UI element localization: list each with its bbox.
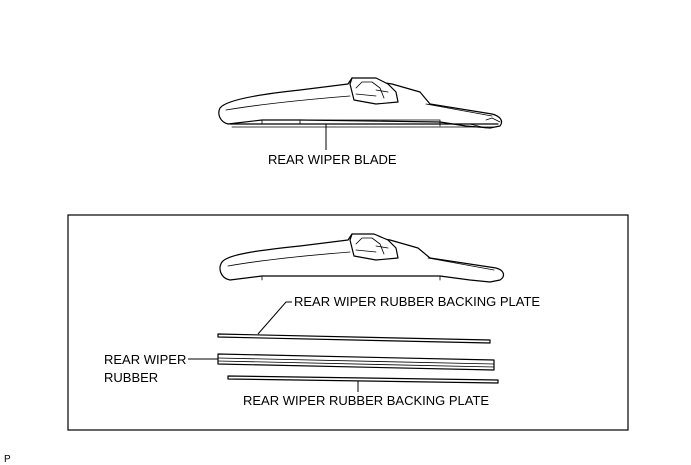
wiper-rubber [217, 353, 495, 371]
backing-plate-bottom-label: REAR WIPER RUBBER BACKING PLATE [243, 393, 489, 408]
wiper-blade-frame [219, 233, 505, 283]
bottom-backing-plate [227, 375, 499, 384]
rear-wiper-blade-assembly [218, 77, 503, 129]
rubber-label-line2: RUBBER [104, 370, 158, 385]
backing-plate-top-label: REAR WIPER RUBBER BACKING PLATE [294, 294, 540, 309]
top-backing-plate [217, 333, 491, 344]
exploded-view-frame [67, 214, 629, 431]
figure-code: P [4, 454, 11, 465]
rear-wiper-blade-label: REAR WIPER BLADE [268, 152, 397, 167]
rubber-label-line1: REAR WIPER [104, 352, 186, 367]
